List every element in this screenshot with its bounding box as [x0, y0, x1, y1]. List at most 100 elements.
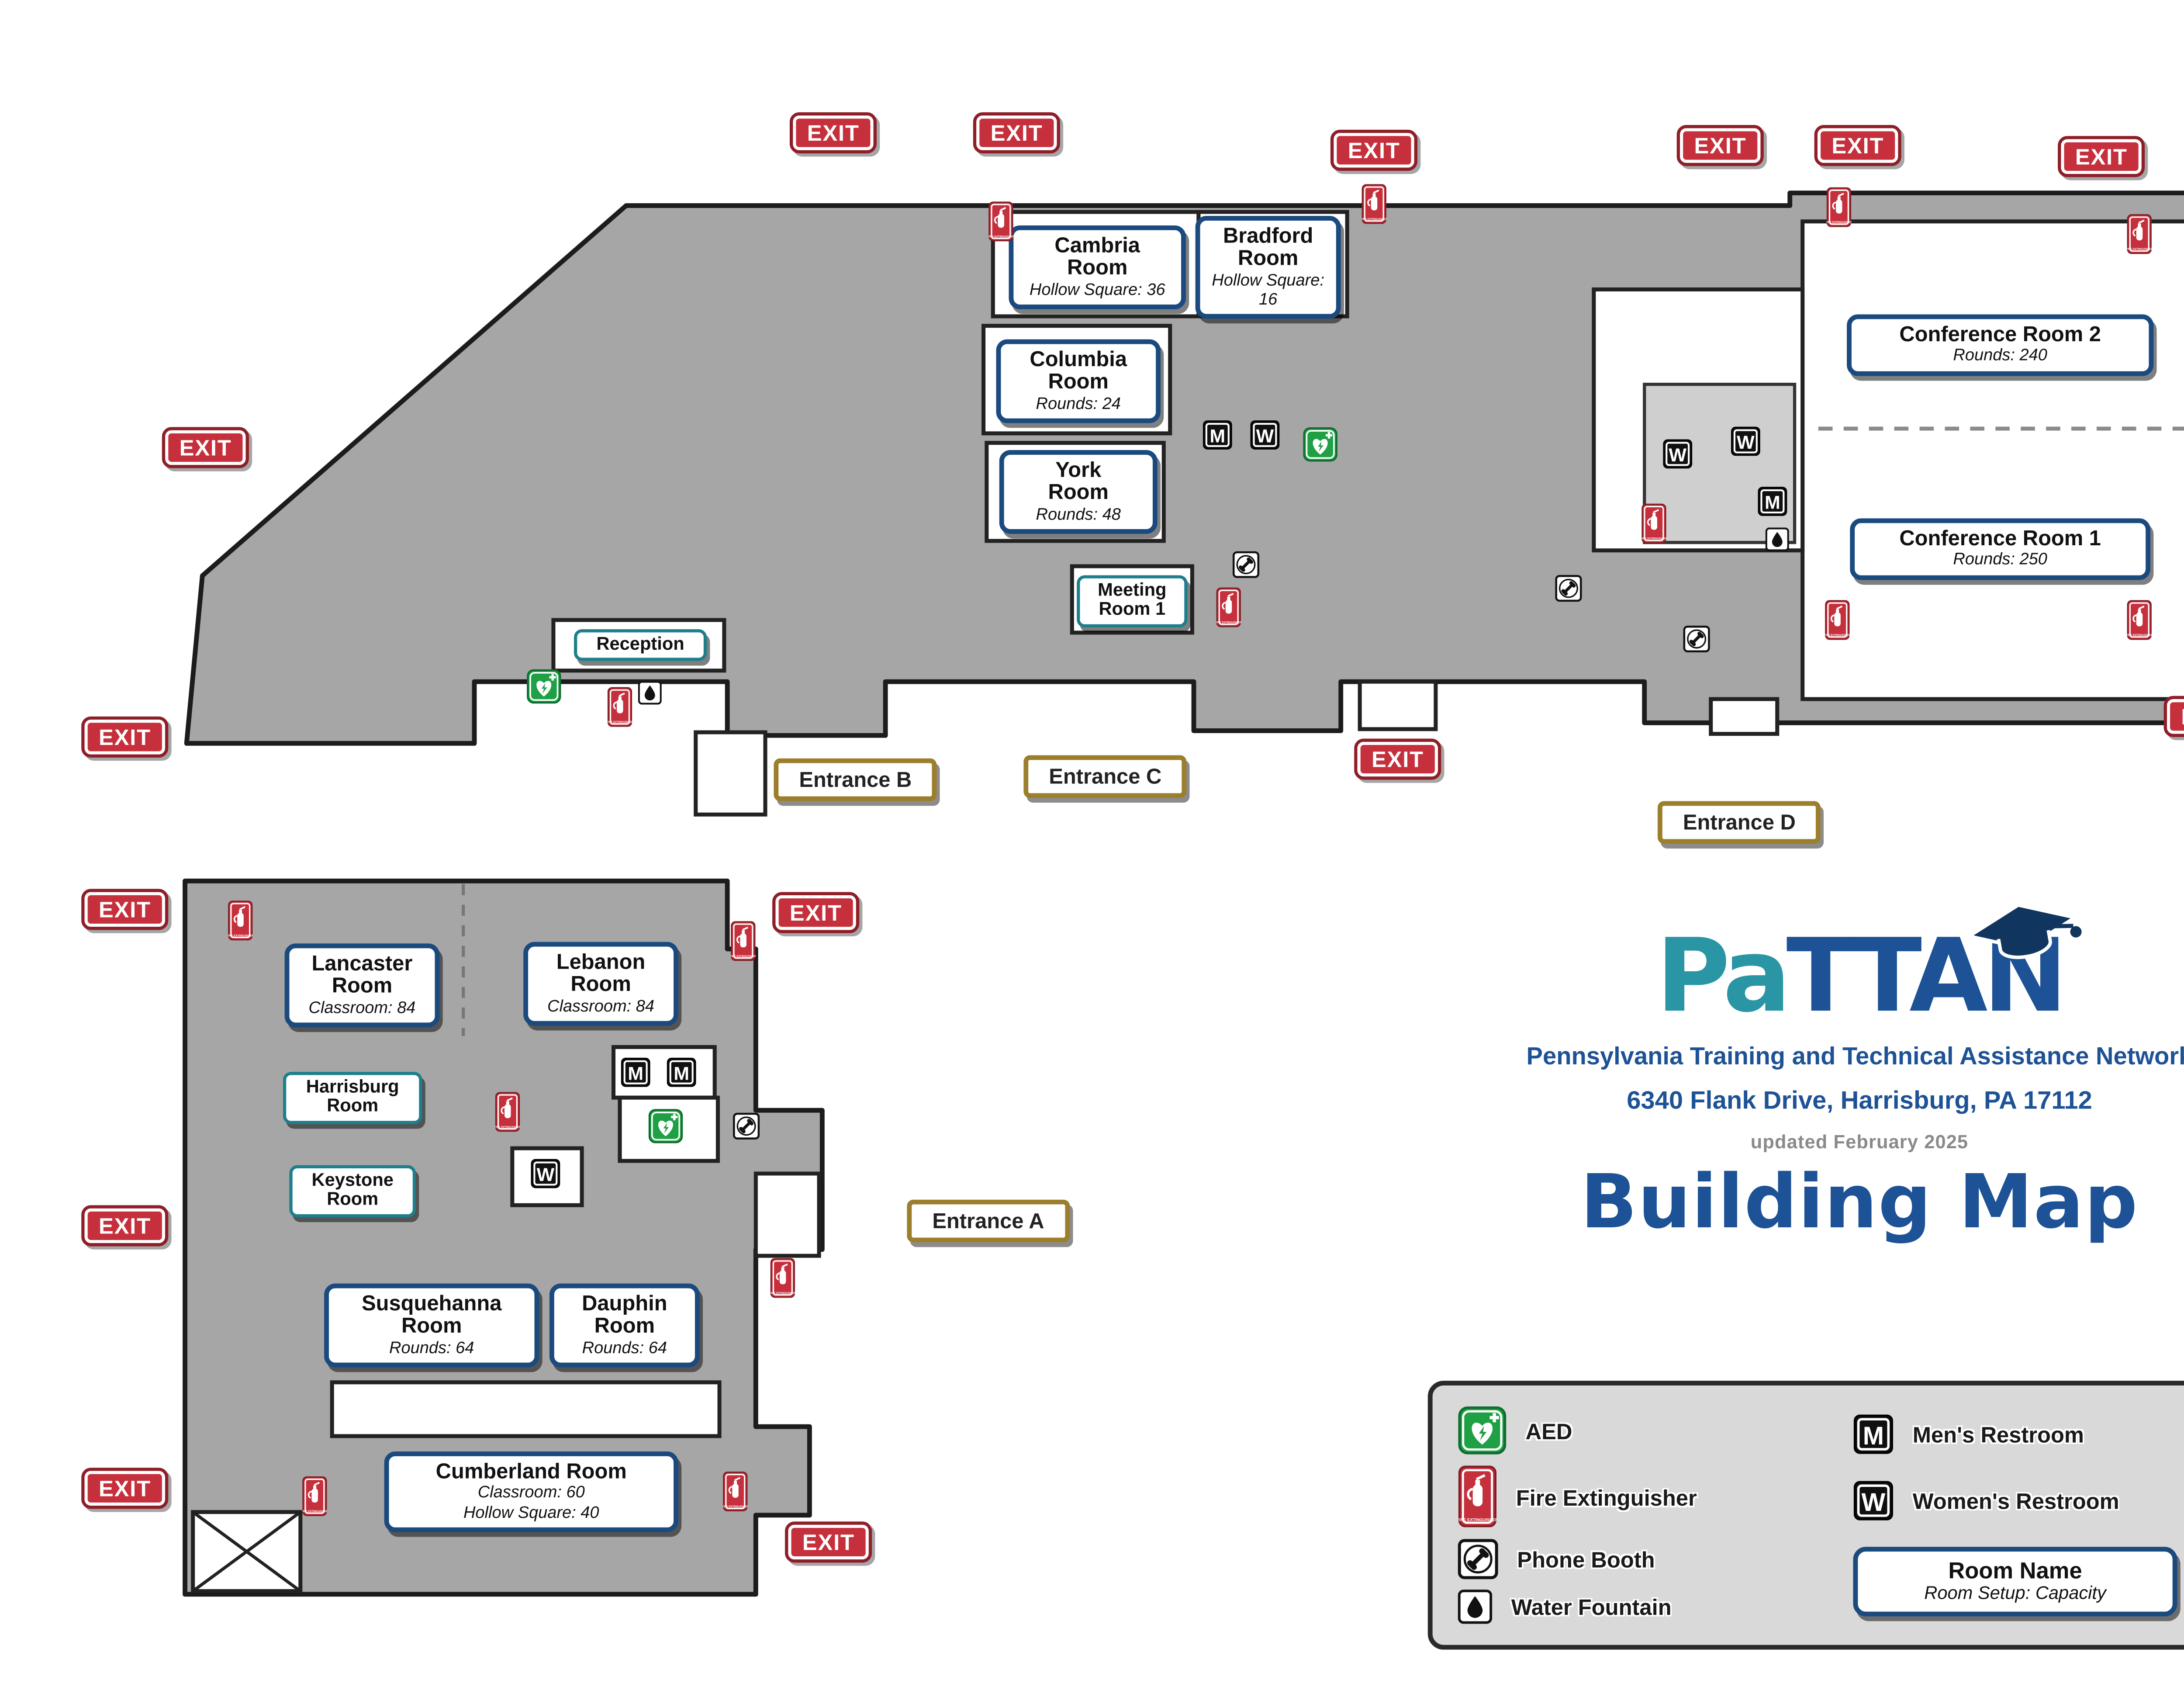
fire-extinguisher-icon: [1825, 599, 1850, 641]
aed-icon: [526, 669, 561, 704]
phone-booth-icon: [1233, 551, 1260, 578]
exit-sign: EXIT: [2163, 696, 2184, 737]
exit-sign: EXIT: [1354, 738, 1441, 780]
fire-extinguisher-icon: [1362, 184, 1387, 225]
aed-icon: [1303, 427, 1338, 462]
room-name: Keystone Room: [311, 1171, 394, 1210]
exit-sign: EXIT: [2058, 136, 2145, 177]
room-name: Conference Room 2: [1899, 322, 2101, 346]
room-name: Harrisburg Room: [306, 1078, 399, 1117]
room-label: Harrisburg Room: [283, 1072, 422, 1124]
room-setup: Hollow Square: 36: [1029, 281, 1165, 300]
room-name: Cambria Room: [1054, 233, 1140, 280]
entrance-label: Entrance A: [907, 1199, 1070, 1243]
exit-sign: EXIT: [772, 892, 860, 933]
room-setup: Rounds: 64: [389, 1338, 474, 1358]
womens-restroom-icon: [1853, 1480, 1894, 1521]
legend-item: Fire Extinguisher: [1458, 1465, 1838, 1529]
room-name: Columbia Room: [1030, 347, 1127, 394]
legend-item: Men's Restroom: [1853, 1414, 2184, 1455]
room-setup: Rounds: 250: [1953, 551, 2047, 570]
fire-extinguisher-icon: [988, 201, 1013, 242]
mens-restroom-icon: [1758, 486, 1788, 516]
fire-extinguisher-icon: [1216, 587, 1241, 628]
phone-booth-icon: [733, 1113, 760, 1140]
room-setup: Rounds: 24: [1036, 394, 1121, 414]
legend-item: Phone Booth: [1458, 1539, 1838, 1579]
water-fountain-icon: [1766, 527, 1789, 551]
room-name: Lebanon Room: [556, 949, 646, 997]
fire-extinguisher-icon: [730, 921, 756, 962]
exit-sign: EXIT: [973, 112, 1061, 154]
legend-label: Men's Restroom: [1912, 1422, 2084, 1447]
room-name: Cumberland Room: [435, 1459, 627, 1483]
room-setup: Classroom: 84: [547, 997, 655, 1016]
fire-extinguisher-icon: [302, 1475, 327, 1517]
page-title: Building Map: [1580, 1159, 2139, 1247]
entrance-label: Entrance C: [1023, 755, 1187, 798]
entrance-label: Entrance B: [774, 758, 937, 801]
legend-label: Women's Restroom: [1912, 1488, 2119, 1514]
room-name: Dauphin Room: [582, 1291, 667, 1338]
room-name: Lancaster Room: [311, 951, 413, 998]
phone-booth-icon: [1555, 575, 1582, 602]
exit-sign: EXIT: [789, 112, 877, 154]
brand-block: PaTTAN Pennsylvania Training and Technic…: [1502, 903, 2184, 1247]
fire-extinguisher-icon: [607, 686, 632, 727]
exit-sign: EXIT: [1330, 129, 1418, 171]
mens-restroom-icon: [667, 1057, 697, 1088]
fire-extinguisher-icon: [228, 900, 253, 941]
legend-item: Women's Restroom: [1853, 1480, 2184, 1521]
exit-sign: EXIT: [81, 1468, 169, 1509]
exit-sign: EXIT: [785, 1521, 872, 1563]
logo-pa: Pa: [1656, 919, 1791, 1036]
womens-restroom-icon: [1250, 420, 1280, 450]
exit-sign: EXIT: [162, 427, 249, 468]
legend-label: AED: [1525, 1418, 1572, 1444]
exit-sign: EXIT: [1814, 125, 1902, 166]
womens-restroom-icon: [530, 1159, 560, 1189]
room-setup: Rounds: 240: [1953, 346, 2047, 366]
graduation-cap-icon: [1964, 903, 2081, 959]
room-name: Conference Room 1: [1899, 526, 2101, 550]
room-name: Bradford Room: [1223, 224, 1313, 270]
room-label: Reception: [574, 629, 707, 662]
room-setup: Rounds: 64: [582, 1338, 667, 1358]
mens-restroom-icon: [621, 1057, 651, 1088]
brand-address: 6340 Flank Drive, Harrisburg, PA 17112: [1627, 1088, 2092, 1115]
mens-restroom-icon: [1853, 1414, 1894, 1455]
legend-room-name-label: Room Name: [1948, 1559, 2082, 1585]
room-setup: Classroom: 84: [308, 998, 416, 1018]
room-name: Susquehanna Room: [361, 1291, 502, 1338]
updated-date: updated February 2025: [1750, 1131, 1969, 1153]
legend-item: AED: [1458, 1406, 1838, 1455]
brand-tagline: Pennsylvania Training and Technical Assi…: [1526, 1044, 2184, 1071]
legend-room-setup-label: Room Setup: Capacity: [1924, 1584, 2106, 1604]
fire-extinguisher-icon: [495, 1091, 520, 1133]
womens-restroom-icon: [1731, 426, 1761, 457]
room-setup: Hollow Square: 40: [463, 1503, 599, 1522]
room-setup: Rounds: 48: [1036, 505, 1121, 524]
room-setup: Hollow Square: 16: [1212, 271, 1325, 309]
aed-icon: [1458, 1406, 1507, 1455]
pattan-logo: PaTTAN: [1656, 903, 2081, 1028]
aed-icon: [648, 1109, 683, 1144]
room-name: York Room: [1048, 458, 1109, 505]
fire-extinguisher-icon: [722, 1471, 748, 1512]
